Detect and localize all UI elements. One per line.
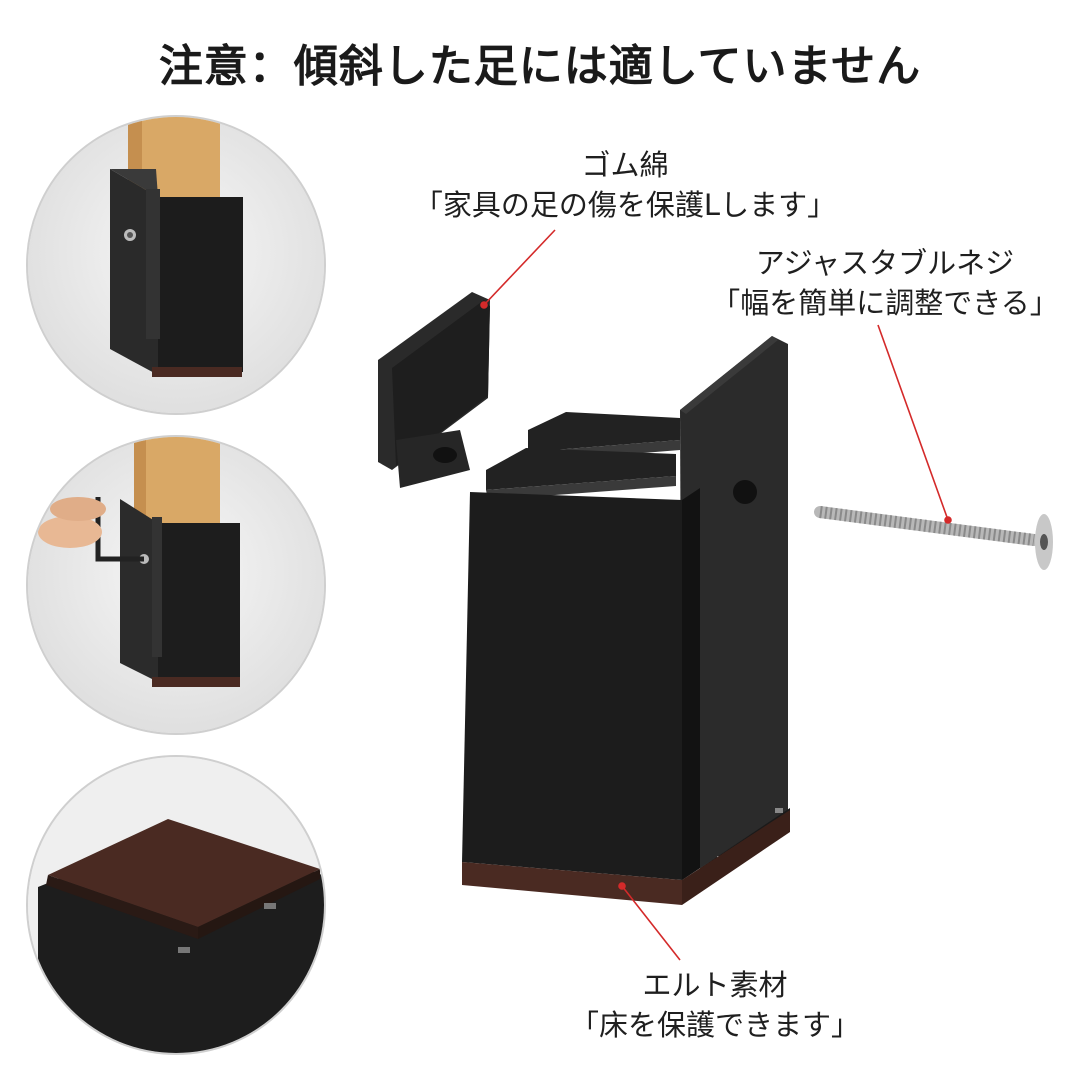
screw-callout: アジャスタブルネジ 「幅を簡単に調整できる」 bbox=[700, 243, 1070, 323]
leader-lines bbox=[480, 229, 952, 961]
felt-bottom-photo bbox=[26, 755, 326, 1055]
riser-body bbox=[462, 336, 790, 880]
adjustable-screw bbox=[814, 506, 1053, 570]
adjusting-photo bbox=[26, 435, 326, 735]
felt-callout: エルト素材 「床を保護できます」 bbox=[545, 965, 885, 1045]
rubber-callout-desc: 「家具の足の傷を保護Lします」 bbox=[413, 188, 837, 222]
screw-callout-desc: 「幅を簡単に調整できる」 bbox=[711, 286, 1059, 320]
page-title: 注意：傾斜した足には適していません bbox=[158, 41, 922, 92]
rubber-pad bbox=[378, 292, 490, 488]
rubber-callout-title: ゴム綿 bbox=[581, 148, 669, 182]
leg-installed-photo bbox=[26, 115, 326, 415]
rubber-callout: ゴム綿 「家具の足の傷を保護Lします」 bbox=[395, 145, 855, 225]
felt-base bbox=[462, 810, 790, 905]
felt-callout-desc: 「床を保護できます」 bbox=[569, 1008, 860, 1042]
screw-callout-title: アジャスタブルネジ bbox=[755, 246, 1015, 280]
felt-callout-title: エルト素材 bbox=[642, 968, 788, 1002]
